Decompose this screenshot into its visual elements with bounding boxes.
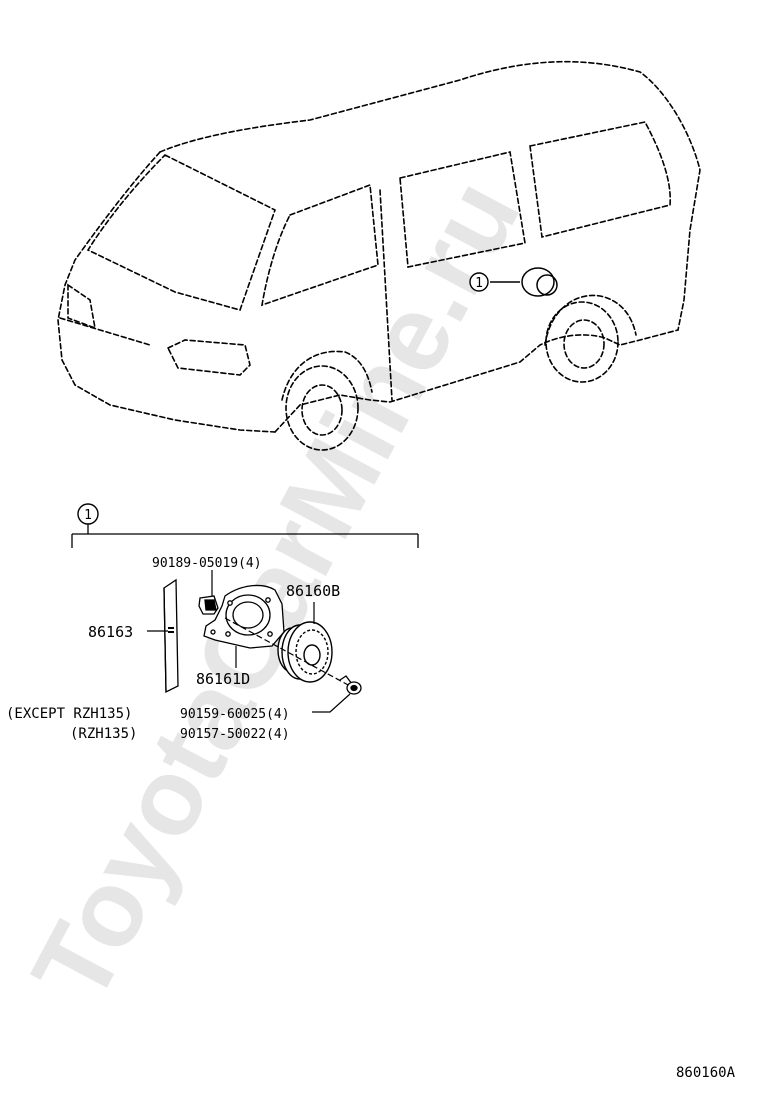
van-side-window-2 [399,151,526,268]
leader-screw [312,693,351,713]
label-speaker: 86160B [286,582,340,600]
van-rear-wheel-hub [301,384,343,436]
label-mount-plate: 86163 [88,623,133,641]
diagram-code: 860160A [676,1065,736,1081]
van-side-window-1 [260,183,379,307]
van-rear-line [59,317,151,346]
callout-1-van: 1 [469,272,489,292]
screw-90159 [339,675,362,695]
van-rear-bumper [166,339,251,376]
label-screw-a: 90159-60025(4) [180,707,290,722]
van-door-line [379,189,393,401]
van-illustration [57,60,701,451]
van-front-wheel-hub [563,319,605,369]
group-callout-circle [77,503,99,525]
van-tail-lamp [67,283,97,330]
van-front-wheel-arch [544,294,637,346]
van-speaker-location [490,267,558,297]
label-bracket: 86161D [196,670,250,688]
van-rear-wheel-arch [281,350,373,401]
callout-1-group: 1 [77,503,99,525]
van-roof-outline [159,60,701,331]
note-rzh: (RZH135) [70,726,137,742]
van-side-window-3 [529,121,671,238]
van-side-bottom [274,329,679,433]
clip-90189 [198,595,219,615]
van-rear-window [86,154,276,311]
group-callout-number: 1 [84,508,92,523]
label-bolt-top: 90189-05019(4) [152,556,262,571]
mount-plate-86163 [163,578,179,694]
van-rear-wheel [285,365,359,451]
assembly-axis [224,617,351,687]
speaker-86160B [277,621,333,683]
label-screw-b: 90157-50022(4) [180,727,290,742]
van-rear-outline [57,151,276,433]
group-bracket [71,524,419,548]
note-except: (EXCEPT RZH135) [6,706,132,722]
callout-circle [469,272,489,292]
callout-number: 1 [475,276,483,291]
